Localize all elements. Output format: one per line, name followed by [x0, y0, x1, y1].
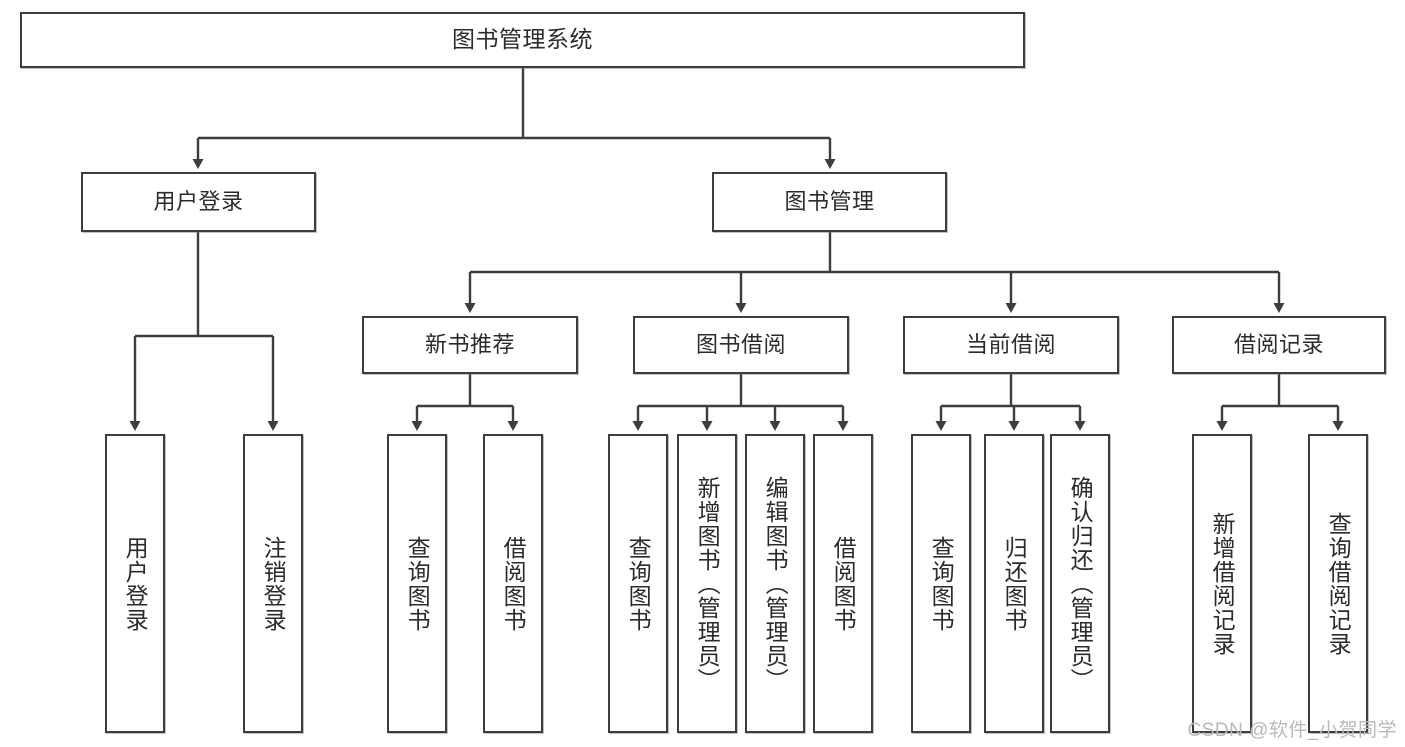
node-borrow-record-label: 借阅记录 — [1233, 332, 1324, 358]
node-user-login-label: 用户登录 — [153, 189, 244, 215]
node-book-borrow-label: 图书借阅 — [695, 332, 786, 358]
leaf-add-record[interactable]: 新增借阅记录 — [1192, 434, 1252, 733]
node-root[interactable]: 图书管理系统 — [20, 12, 1025, 68]
leaf-query-book-1-label: 查询图书 — [404, 535, 431, 632]
leaf-confirm-return-label: 确认归还（管理员） — [1067, 475, 1094, 692]
leaf-add-book-label: 新增图书（管理员） — [694, 475, 721, 692]
leaf-query-book-1[interactable]: 查询图书 — [387, 434, 447, 733]
leaf-add-book[interactable]: 新增图书（管理员） — [677, 434, 737, 733]
leaf-borrow-book-1[interactable]: 借阅图书 — [483, 434, 543, 733]
leaf-confirm-return[interactable]: 确认归还（管理员） — [1050, 434, 1110, 733]
node-user-login[interactable]: 用户登录 — [81, 172, 316, 232]
node-borrow-record[interactable]: 借阅记录 — [1172, 316, 1386, 374]
node-book-manage-label: 图书管理 — [784, 189, 875, 215]
node-current-borrow[interactable]: 当前借阅 — [903, 316, 1119, 374]
leaf-borrow-book-2-label: 借阅图书 — [830, 535, 857, 632]
node-new-book-recommend-label: 新书推荐 — [424, 332, 515, 358]
leaf-return-book[interactable]: 归还图书 — [984, 434, 1044, 733]
leaf-edit-book[interactable]: 编辑图书（管理员） — [745, 434, 805, 733]
leaf-query-book-3-label: 查询图书 — [928, 535, 955, 632]
node-book-manage[interactable]: 图书管理 — [712, 172, 947, 232]
leaf-user-login-label: 用户登录 — [122, 535, 149, 632]
csdn-watermark: CSDN @软件_小贺同学 — [1187, 720, 1397, 741]
node-current-borrow-label: 当前借阅 — [965, 332, 1056, 358]
leaf-logout[interactable]: 注销登录 — [243, 434, 303, 733]
node-new-book-recommend[interactable]: 新书推荐 — [362, 316, 578, 374]
leaf-user-login[interactable]: 用户登录 — [105, 434, 165, 733]
node-book-borrow[interactable]: 图书借阅 — [633, 316, 849, 374]
leaf-query-record[interactable]: 查询借阅记录 — [1308, 434, 1368, 733]
leaf-query-book-2-label: 查询图书 — [625, 535, 652, 632]
leaf-query-book-3[interactable]: 查询图书 — [911, 434, 971, 733]
leaf-query-book-2[interactable]: 查询图书 — [608, 434, 668, 733]
leaf-add-record-label: 新增借阅记录 — [1209, 511, 1236, 656]
leaf-borrow-book-2[interactable]: 借阅图书 — [813, 434, 873, 733]
leaf-query-record-label: 查询借阅记录 — [1325, 511, 1352, 656]
leaf-logout-label: 注销登录 — [260, 535, 287, 632]
leaf-return-book-label: 归还图书 — [1001, 535, 1028, 632]
node-root-label: 图书管理系统 — [452, 26, 593, 53]
leaf-borrow-book-1-label: 借阅图书 — [500, 535, 527, 632]
leaf-edit-book-label: 编辑图书（管理员） — [762, 475, 789, 692]
